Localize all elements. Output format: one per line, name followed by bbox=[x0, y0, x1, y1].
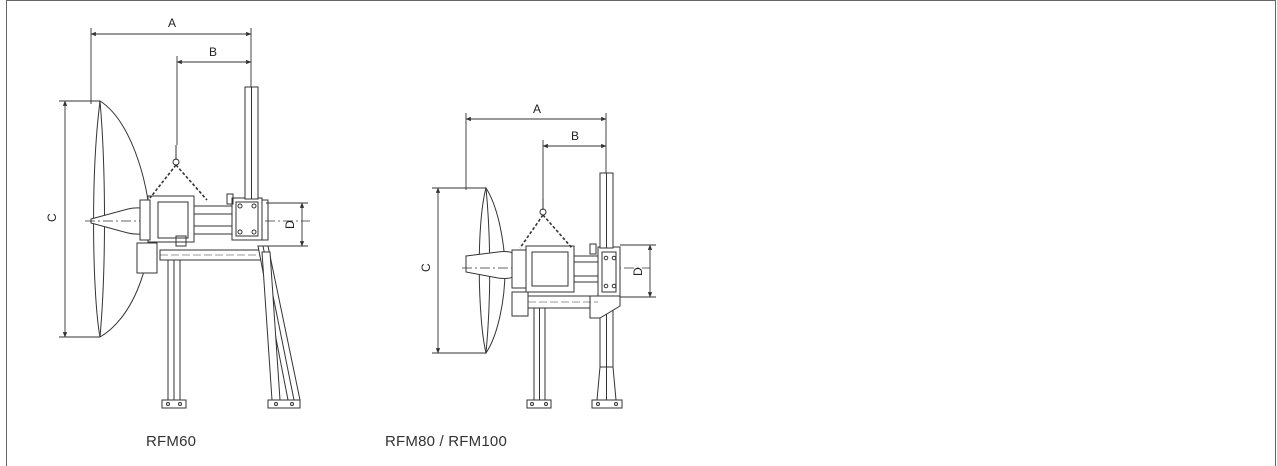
dim-label-d-right: D bbox=[631, 267, 645, 276]
dim-label-a-right: A bbox=[533, 102, 541, 116]
dim-label-d-left: D bbox=[283, 220, 297, 229]
mast-bracket-right bbox=[597, 246, 621, 298]
dimensions-right bbox=[432, 113, 656, 354]
caption-rfm60: RFM60 bbox=[146, 433, 197, 450]
dim-label-c-left: C bbox=[45, 213, 59, 222]
mixer-drawing-left bbox=[85, 86, 310, 409]
gearbox-right bbox=[511, 291, 529, 317]
mixer-drawing-right bbox=[462, 172, 650, 409]
lifting-chain-right bbox=[519, 198, 573, 249]
dimensions-left bbox=[59, 28, 308, 338]
caption-rfm80-rfm100: RFM80 / RFM100 bbox=[385, 433, 507, 450]
dim-label-a-left: A bbox=[168, 16, 176, 30]
motor-body-right bbox=[511, 249, 527, 289]
dim-label-c-right: C bbox=[419, 263, 433, 272]
drawing-border bbox=[6, 0, 1276, 466]
propeller-hub-right bbox=[465, 251, 516, 279]
lifting-chain-left bbox=[149, 145, 208, 201]
dim-label-b-right: B bbox=[571, 129, 579, 143]
gearbox-left bbox=[136, 242, 158, 274]
dim-label-b-left: B bbox=[209, 45, 217, 59]
